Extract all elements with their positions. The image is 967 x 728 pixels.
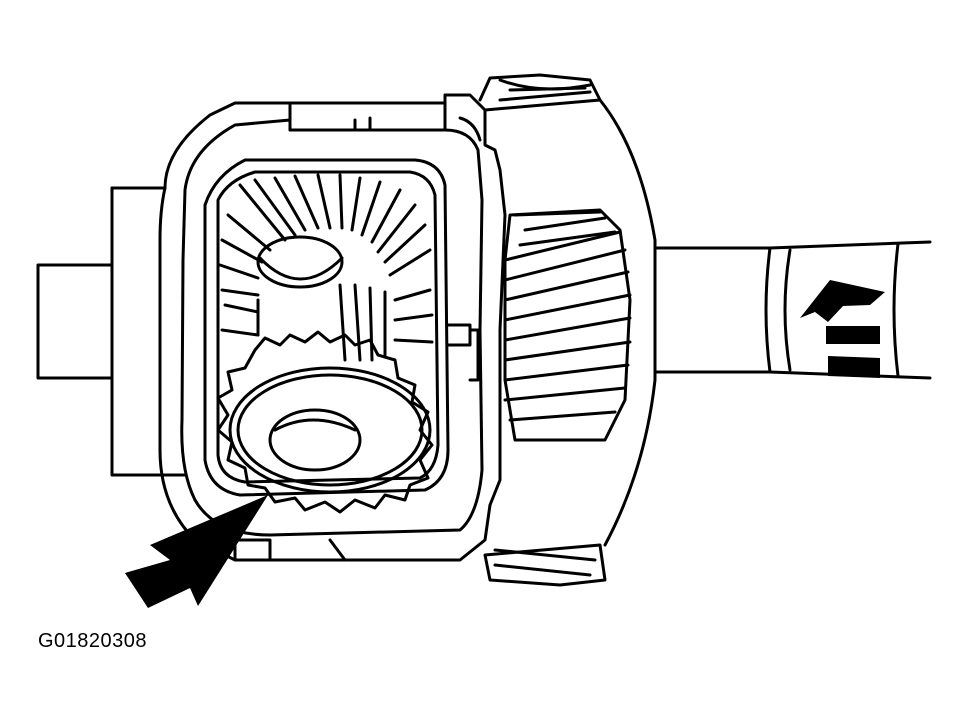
figure-code: G01820308: [38, 630, 148, 652]
case-window: [203, 158, 480, 497]
right-output-shaft: [653, 240, 932, 380]
side-gear: [216, 330, 434, 514]
differential-case: [158, 93, 507, 562]
left-axle-stub: [36, 186, 187, 477]
rotation-arrow: [800, 280, 885, 378]
pinion-gear-upper: [218, 173, 432, 297]
spider-shaft: [220, 283, 434, 362]
ring-gear: [478, 73, 657, 587]
case-lower-notch: [233, 538, 347, 562]
large-diagonal-arrow: [125, 495, 268, 608]
